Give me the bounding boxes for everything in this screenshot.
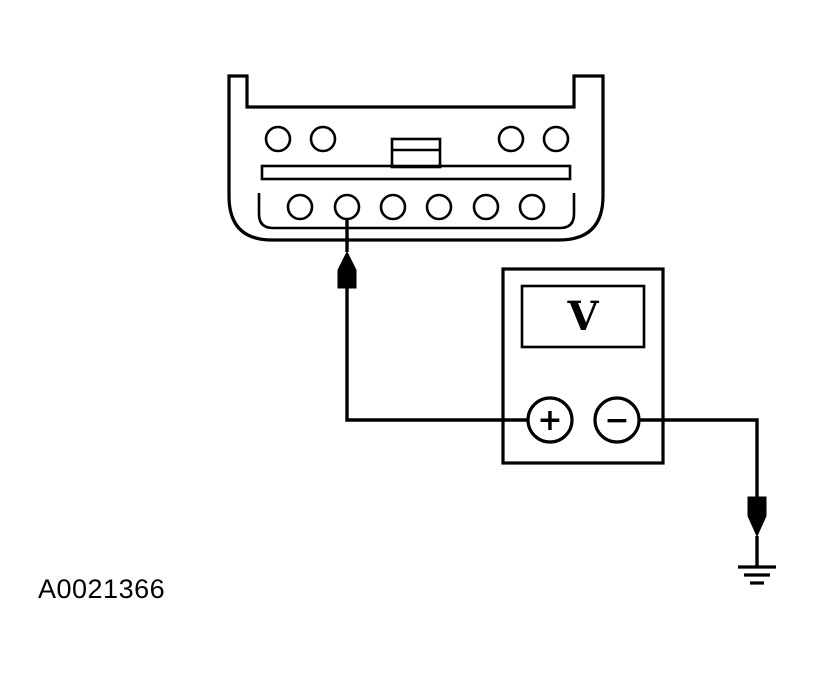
ground-probe-icon	[747, 496, 767, 538]
positive-terminal-label: +	[537, 403, 562, 438]
negative-terminal-label: −	[604, 403, 629, 438]
figure-id-label: A0021366	[38, 574, 166, 604]
pin-cavity-top-3	[497, 125, 525, 153]
voltmeter-display	[520, 284, 646, 349]
connector	[227, 74, 605, 242]
pin-cavity-top-4	[542, 125, 570, 153]
voltmeter-display-symbol: V	[566, 293, 599, 340]
connector-inner-cavity	[257, 193, 576, 230]
pin-cavity-bottom-6	[518, 193, 546, 221]
connector-divider-bar	[260, 164, 572, 181]
test-probe-icon	[337, 250, 357, 289]
voltmeter-body	[501, 267, 665, 465]
negative-test-lead	[639, 418, 776, 585]
voltmeter: V + −	[501, 267, 665, 465]
positive-test-lead	[337, 219, 528, 422]
ground-symbol-icon	[738, 565, 776, 585]
pin-cavity-top-1	[264, 125, 292, 153]
pin-cavity-top-2	[309, 125, 337, 153]
pin-cavity-bottom-3	[379, 193, 407, 221]
pin-cavity-bottom-2	[333, 193, 361, 221]
connector-latch	[390, 137, 442, 169]
pin-cavity-bottom-4	[425, 193, 453, 221]
positive-terminal	[526, 396, 574, 444]
pin-cavity-bottom-1	[286, 193, 314, 221]
connector-outer-shell	[227, 74, 605, 242]
pin-cavity-bottom-5	[472, 193, 500, 221]
